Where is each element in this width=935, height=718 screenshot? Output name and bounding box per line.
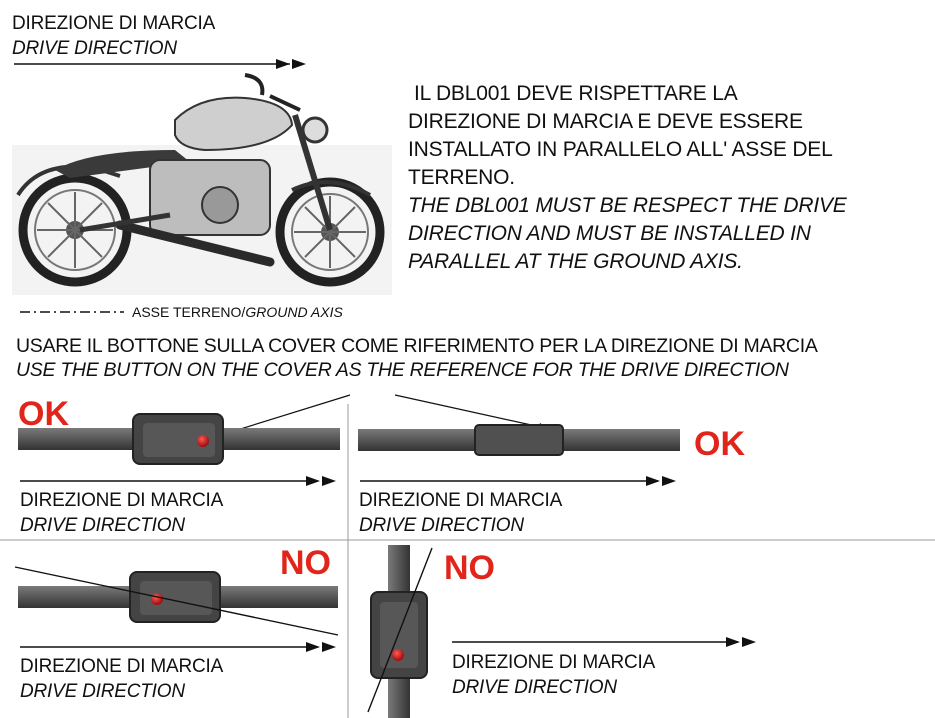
instruction-en-line: DIRECTION AND MUST BE INSTALLED IN xyxy=(408,222,811,245)
panel-4-arrow xyxy=(452,637,756,647)
panel-1-label-it: DIREZIONE DI MARCIA xyxy=(20,490,224,511)
panel-2-arrow xyxy=(360,476,676,486)
panel-2-status-badge: OK xyxy=(694,425,745,463)
panel-1-label-en: DRIVE DIRECTION xyxy=(20,515,185,536)
ground-axis-label: ASSE TERRENO/GROUND AXIS xyxy=(132,304,343,320)
cover-button-icon xyxy=(151,593,163,605)
panel-2-label-en: DRIVE DIRECTION xyxy=(359,515,524,536)
panel-3-device xyxy=(14,566,339,636)
ground-axis-it: ASSE TERRENO/ xyxy=(132,304,246,320)
pointer-line-right xyxy=(394,394,546,429)
strike-line xyxy=(367,547,433,713)
header-direction-it: DIREZIONE DI MARCIA xyxy=(12,13,216,34)
instructions-block: IL DBL001 DEVE RISPETTARE LA DIREZIONE D… xyxy=(408,80,847,276)
instruction-it-line: TERRENO. xyxy=(408,166,515,189)
cover-button-icon xyxy=(392,649,404,661)
instruction-en-line: PARALLEL AT THE GROUND AXIS. xyxy=(408,250,743,273)
panel-4-device xyxy=(367,545,433,718)
instruction-it-line: INSTALLATO IN PARALLELO ALL' ASSE DEL xyxy=(408,138,833,161)
ground-axis-en: GROUND AXIS xyxy=(245,304,343,320)
strike-line xyxy=(14,566,339,636)
cover-button-icon xyxy=(197,435,209,447)
panel-3-label-en: DRIVE DIRECTION xyxy=(20,681,185,702)
motorcycle-illustration xyxy=(12,73,392,295)
panel-1-device xyxy=(18,413,340,465)
instruction-it-line: DIREZIONE DI MARCIA E DEVE ESSERE xyxy=(408,110,803,133)
header-direction-en: DRIVE DIRECTION xyxy=(12,38,177,59)
panel-4-label-en: DRIVE DIRECTION xyxy=(452,677,617,698)
panel-2-label-it: DIREZIONE DI MARCIA xyxy=(359,490,563,511)
reference-en: USE THE BUTTON ON THE COVER AS THE REFER… xyxy=(16,359,789,381)
instruction-en-line: THE DBL001 MUST BE RESPECT THE DRIVE xyxy=(408,194,847,217)
reference-it: USARE IL BOTTONE SULLA COVER COME RIFERI… xyxy=(16,335,818,357)
header-arrow xyxy=(14,59,306,69)
panel-2-device xyxy=(358,424,680,456)
panel-3-status-badge: NO xyxy=(280,544,331,582)
panel-3-label-it: DIREZIONE DI MARCIA xyxy=(20,656,224,677)
instruction-it-line: IL DBL001 DEVE RISPETTARE LA xyxy=(414,82,738,105)
panel-3-arrow xyxy=(20,642,336,652)
panel-4-label-it: DIREZIONE DI MARCIA xyxy=(452,652,656,673)
panel-4-status-badge: NO xyxy=(444,549,495,587)
panel-1-arrow xyxy=(20,476,336,486)
panel-1-status-badge: OK xyxy=(18,395,69,433)
